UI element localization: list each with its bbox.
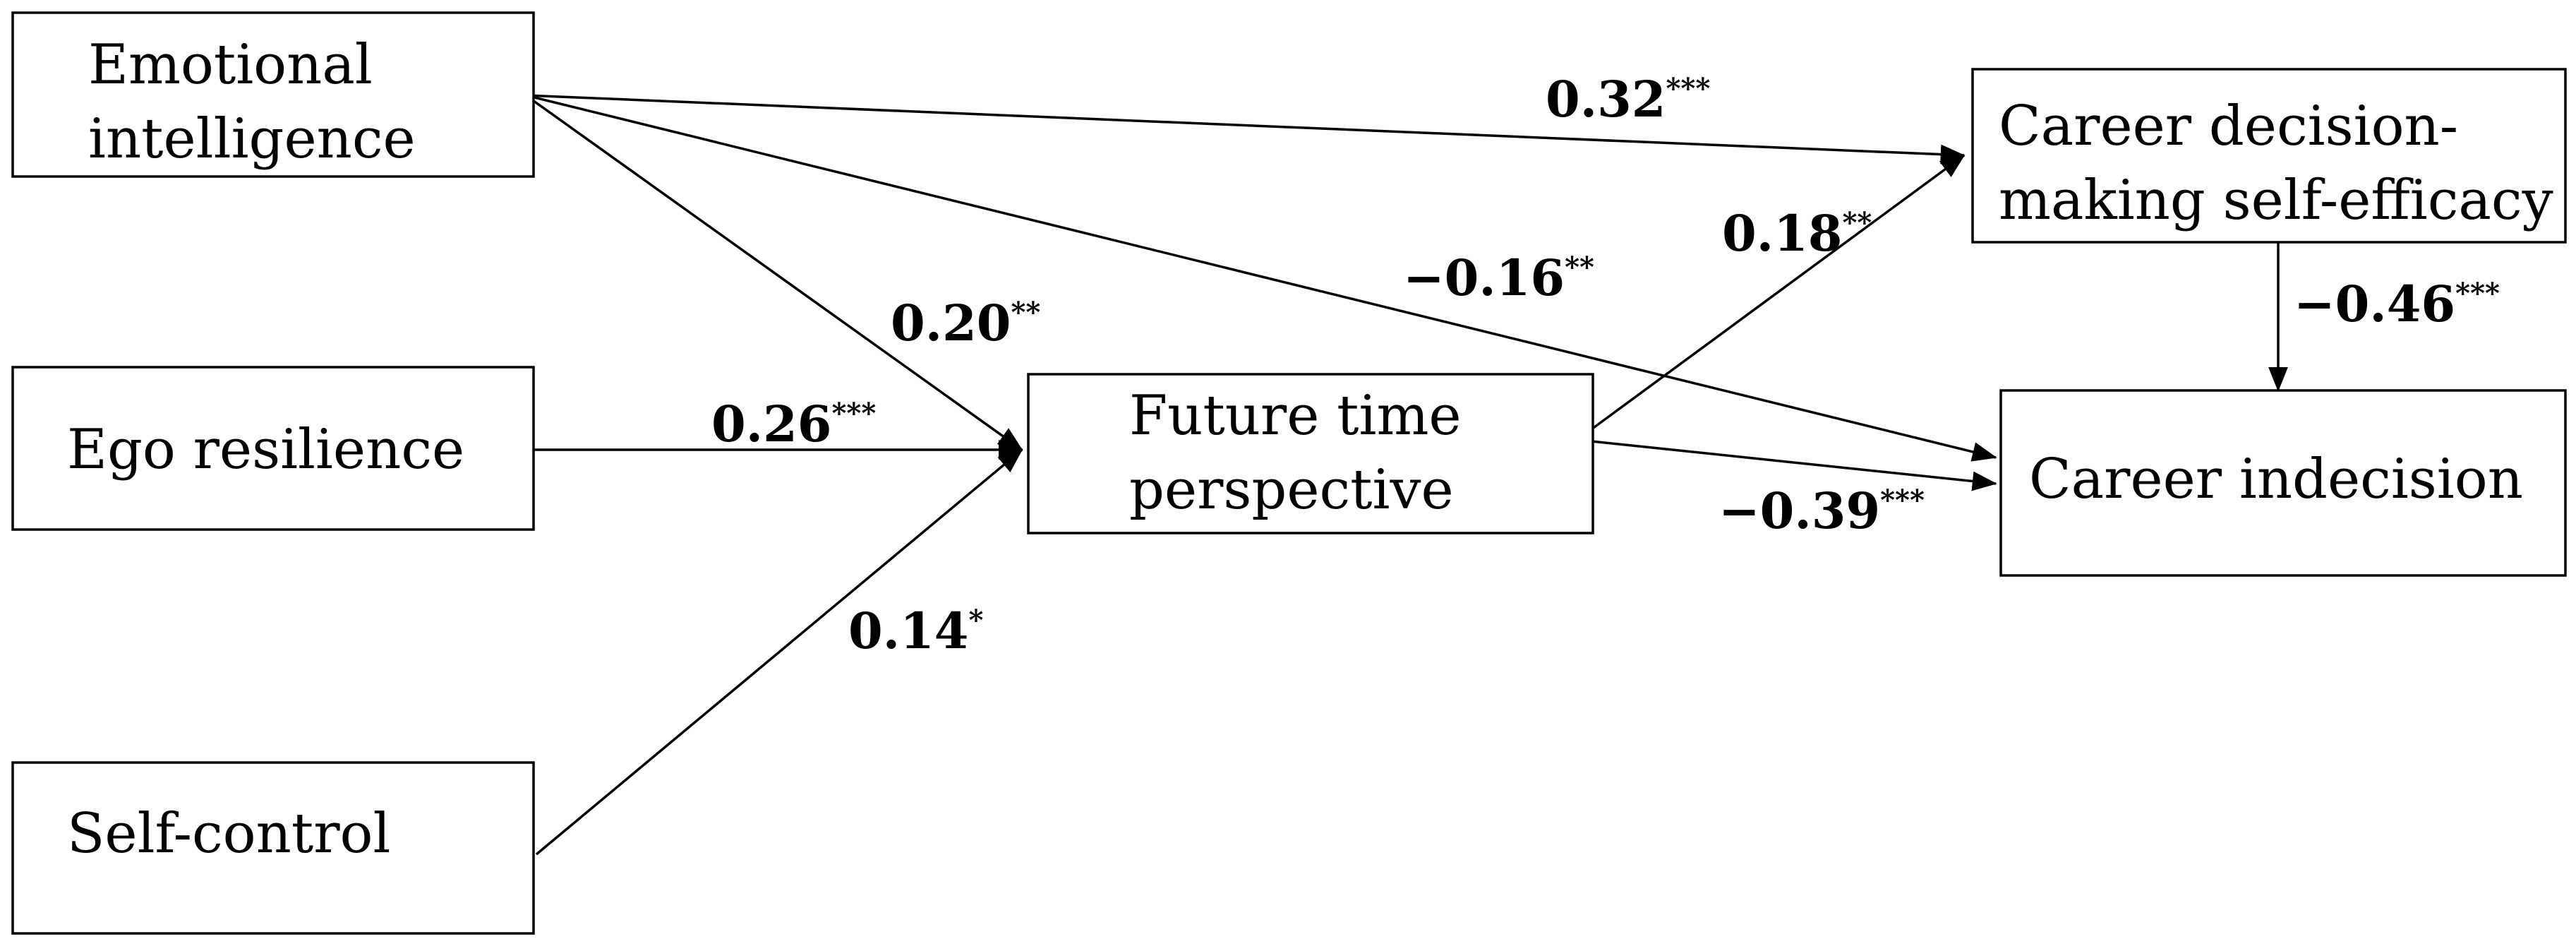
edge-label-ftp-to-ci: −0.39*** <box>1719 482 1925 540</box>
node-label-line: Self-control <box>67 802 390 866</box>
edge-ei-to-ci <box>525 94 1997 462</box>
node-label-line: intelligence <box>88 107 416 171</box>
node-ego-resilience: Ego resilience <box>11 366 535 531</box>
edge-ftp-to-cdse <box>1590 154 1966 431</box>
node-label-line: Career indecision <box>2029 448 2523 511</box>
node-label-line: Ego resilience <box>67 418 464 482</box>
node-label-line: perspective <box>1129 458 1454 522</box>
edge-ftp-to-ci <box>1591 440 1997 491</box>
edge-ei-to-cdse <box>525 94 1966 165</box>
node-future-time-perspective: Future time perspective <box>1027 373 1594 534</box>
edge-label-cdse-to-ci: −0.46*** <box>2294 275 2500 333</box>
edge-ei-to-ftp <box>524 94 1023 451</box>
node-career-decision-self-efficacy: Career decision- making self-efficacy <box>1971 68 2567 244</box>
node-career-indecision: Career indecision <box>1999 389 2567 577</box>
node-label-line: Career decision- <box>1999 95 2458 158</box>
edge-label-sc-to-ftp: 0.14* <box>848 602 984 660</box>
edge-sc-to-ftp <box>535 448 1023 856</box>
edge-label-ei-to-ftp: 0.20** <box>891 294 1040 352</box>
node-label-line: making self-efficacy <box>1999 169 2553 232</box>
node-label-line: Future time <box>1129 384 1462 448</box>
edge-label-ei-to-ci: −0.16** <box>1403 249 1594 307</box>
edge-label-ftp-to-cdse: 0.18** <box>1722 204 1872 263</box>
node-emotional-intelligence: Emotional intelligence <box>11 11 535 178</box>
node-self-control: Self-control <box>11 761 535 935</box>
edges <box>524 94 2288 856</box>
edge-label-er-to-ftp: 0.26*** <box>711 395 876 453</box>
edge-label-ei-to-cdse: 0.32*** <box>1546 70 1710 129</box>
node-label-line: Emotional <box>88 33 373 97</box>
